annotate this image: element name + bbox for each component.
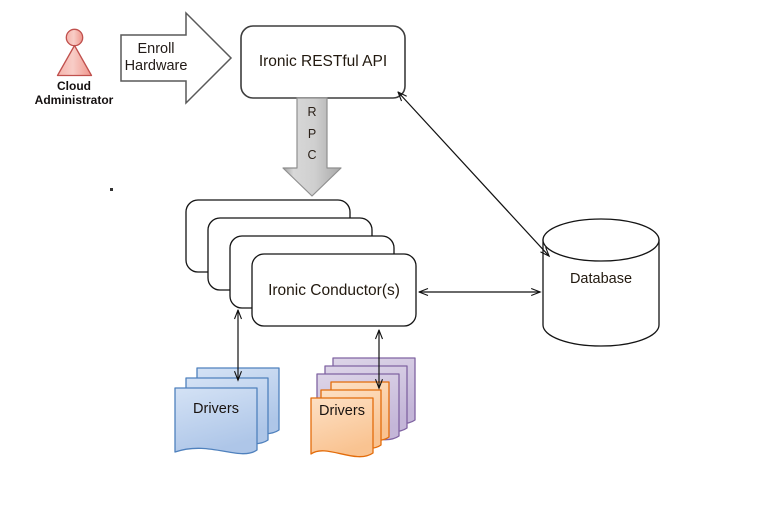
drivers-left-label: Drivers [193,401,239,417]
connector-api-to-database [398,92,549,256]
actor-label-line1: Cloud [57,79,91,93]
drivers-right-label: Drivers [319,403,365,419]
database-cylinder-icon[interactable] [542,218,660,347]
block-arrow-right-icon [120,11,233,105]
enroll-arrow-label: Enroll Hardware [116,41,196,75]
stray-dot-artifact [110,188,113,191]
conductor-box-label: Ironic Conductor(s) [268,282,400,299]
api-box-label: Ironic RESTful API [258,53,388,70]
actor-label-line2: Administrator [34,93,114,108]
database-label: Database [569,271,633,287]
conductor-stack[interactable] [185,199,417,327]
person-actor-icon [56,28,93,77]
actor-label: Cloud Administrator [14,79,134,107]
enroll-arrow-label-line2: Hardware [124,58,188,75]
rpc-arrow-label: R P C [292,106,332,162]
enroll-arrow-label-line1: Enroll [137,41,175,57]
rpc-letter-c: C [307,148,317,162]
block-arrow-down-icon [282,97,342,197]
drivers-right-stack[interactable] [310,357,416,458]
drivers-left-stack[interactable] [174,367,280,455]
rpc-letter-r: R [307,105,317,119]
rpc-letter-p: P [307,126,317,141]
